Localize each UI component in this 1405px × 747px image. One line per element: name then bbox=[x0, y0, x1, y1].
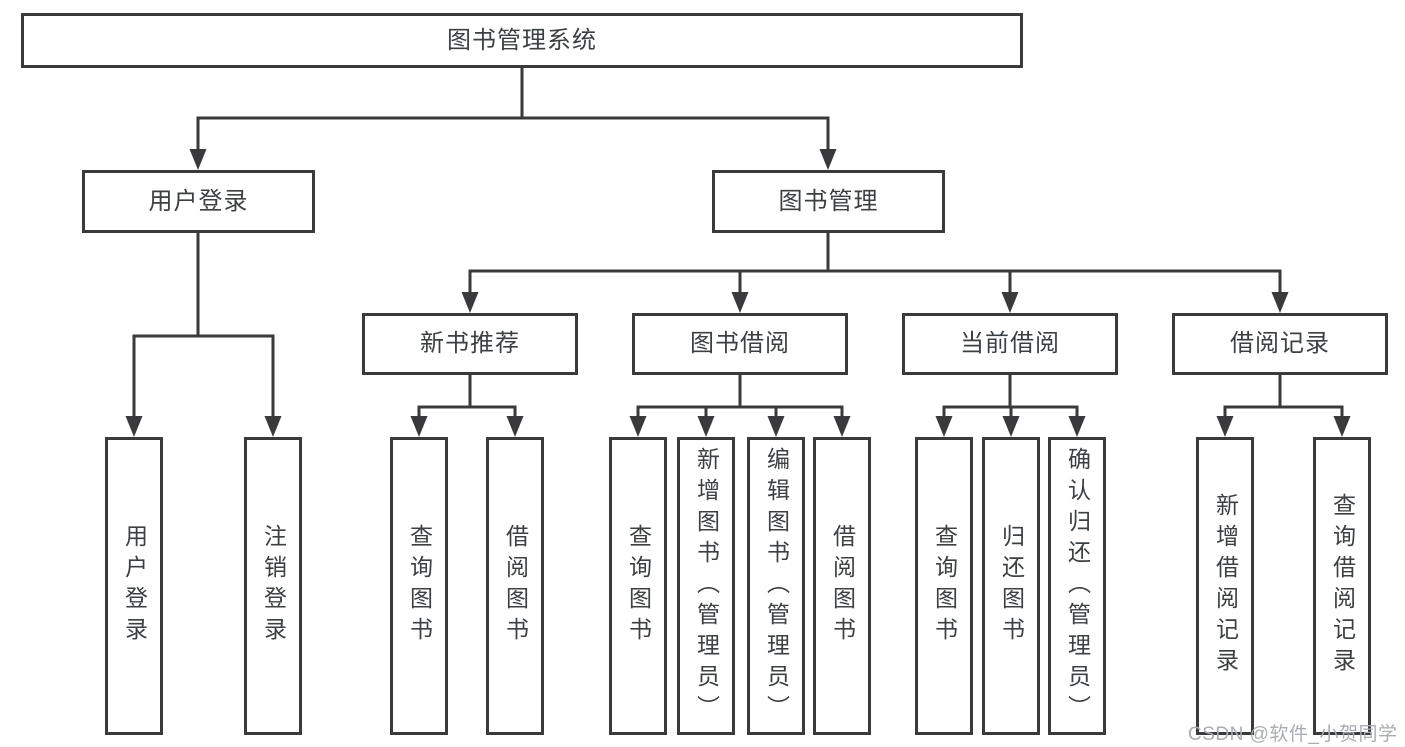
node-label: 图书管理 bbox=[778, 187, 879, 215]
node-leaf-borrow-books-bb: 借阅图书 bbox=[813, 437, 871, 735]
node-label: 查询图书 bbox=[406, 524, 433, 648]
arrow-down-icon bbox=[1216, 416, 1234, 437]
node-label: 借阅图书 bbox=[829, 524, 856, 648]
node-label: 编辑图书（管理员） bbox=[763, 446, 790, 726]
arrow-down-icon bbox=[506, 416, 524, 437]
node-library-system: 图书管理系统 bbox=[21, 13, 1023, 68]
node-leaf-confirm-return-admin: 确认归还（管理员） bbox=[1048, 437, 1106, 735]
arrow-down-icon bbox=[731, 292, 749, 313]
node-label: 借阅图书 bbox=[502, 524, 529, 648]
arrow-down-icon bbox=[1068, 416, 1086, 437]
arrow-down-icon bbox=[461, 292, 479, 313]
node-user-login: 用户登录 bbox=[82, 170, 315, 233]
node-new-book-recommend: 新书推荐 bbox=[362, 313, 578, 375]
arrow-down-icon bbox=[410, 416, 428, 437]
arrow-down-icon bbox=[629, 416, 647, 437]
arrow-down-icon bbox=[935, 416, 953, 437]
node-label: 归还图书 bbox=[998, 524, 1025, 648]
arrow-down-icon bbox=[125, 416, 143, 437]
node-leaf-query-books-cb: 查询图书 bbox=[915, 437, 973, 735]
node-label: 用户登录 bbox=[121, 524, 148, 648]
node-borrowing-records: 借阅记录 bbox=[1172, 313, 1388, 375]
node-label: 确认归还（管理员） bbox=[1064, 446, 1091, 726]
node-current-borrowing: 当前借阅 bbox=[902, 313, 1118, 375]
node-leaf-add-borrow-record: 新增借阅记录 bbox=[1196, 437, 1254, 735]
arrow-down-icon bbox=[819, 149, 837, 170]
node-leaf-borrow-books-rec: 借阅图书 bbox=[486, 437, 544, 735]
node-label: 图书管理系统 bbox=[447, 26, 597, 54]
node-label: 用户登录 bbox=[148, 187, 249, 215]
node-label: 图书借阅 bbox=[690, 330, 790, 357]
node-label: 借阅记录 bbox=[1230, 330, 1330, 357]
node-label: 注销登录 bbox=[260, 524, 287, 648]
node-leaf-edit-book-admin: 编辑图书（管理员） bbox=[747, 437, 805, 735]
node-label: 新书推荐 bbox=[420, 330, 520, 357]
node-book-management: 图书管理 bbox=[712, 170, 945, 233]
node-label: 当前借阅 bbox=[960, 330, 1060, 357]
node-label: 查询借阅记录 bbox=[1329, 493, 1356, 679]
arrow-down-icon bbox=[1271, 292, 1289, 313]
node-label: 查询图书 bbox=[625, 524, 652, 648]
node-label: 查询图书 bbox=[931, 524, 958, 648]
arrow-down-icon bbox=[1002, 416, 1020, 437]
arrow-down-icon bbox=[1333, 416, 1351, 437]
arrow-down-icon bbox=[767, 416, 785, 437]
node-leaf-return-book: 归还图书 bbox=[982, 437, 1040, 735]
arrow-down-icon bbox=[264, 416, 282, 437]
node-leaf-user-login: 用户登录 bbox=[105, 437, 163, 735]
arrow-down-icon bbox=[189, 149, 207, 170]
node-leaf-query-books-bb: 查询图书 bbox=[609, 437, 667, 735]
arrow-down-icon bbox=[697, 416, 715, 437]
arrow-down-icon bbox=[833, 416, 851, 437]
node-book-borrowing: 图书借阅 bbox=[632, 313, 848, 375]
arrow-down-icon bbox=[1001, 292, 1019, 313]
node-leaf-add-book-admin: 新增图书（管理员） bbox=[677, 437, 735, 735]
node-leaf-query-borrow-record: 查询借阅记录 bbox=[1313, 437, 1371, 735]
node-leaf-query-books-rec: 查询图书 bbox=[390, 437, 448, 735]
node-leaf-logout: 注销登录 bbox=[244, 437, 302, 735]
node-label: 新增图书（管理员） bbox=[693, 446, 720, 726]
node-label: 新增借阅记录 bbox=[1212, 493, 1239, 679]
watermark: CSDN @软件_小贺同学 bbox=[1188, 724, 1398, 745]
